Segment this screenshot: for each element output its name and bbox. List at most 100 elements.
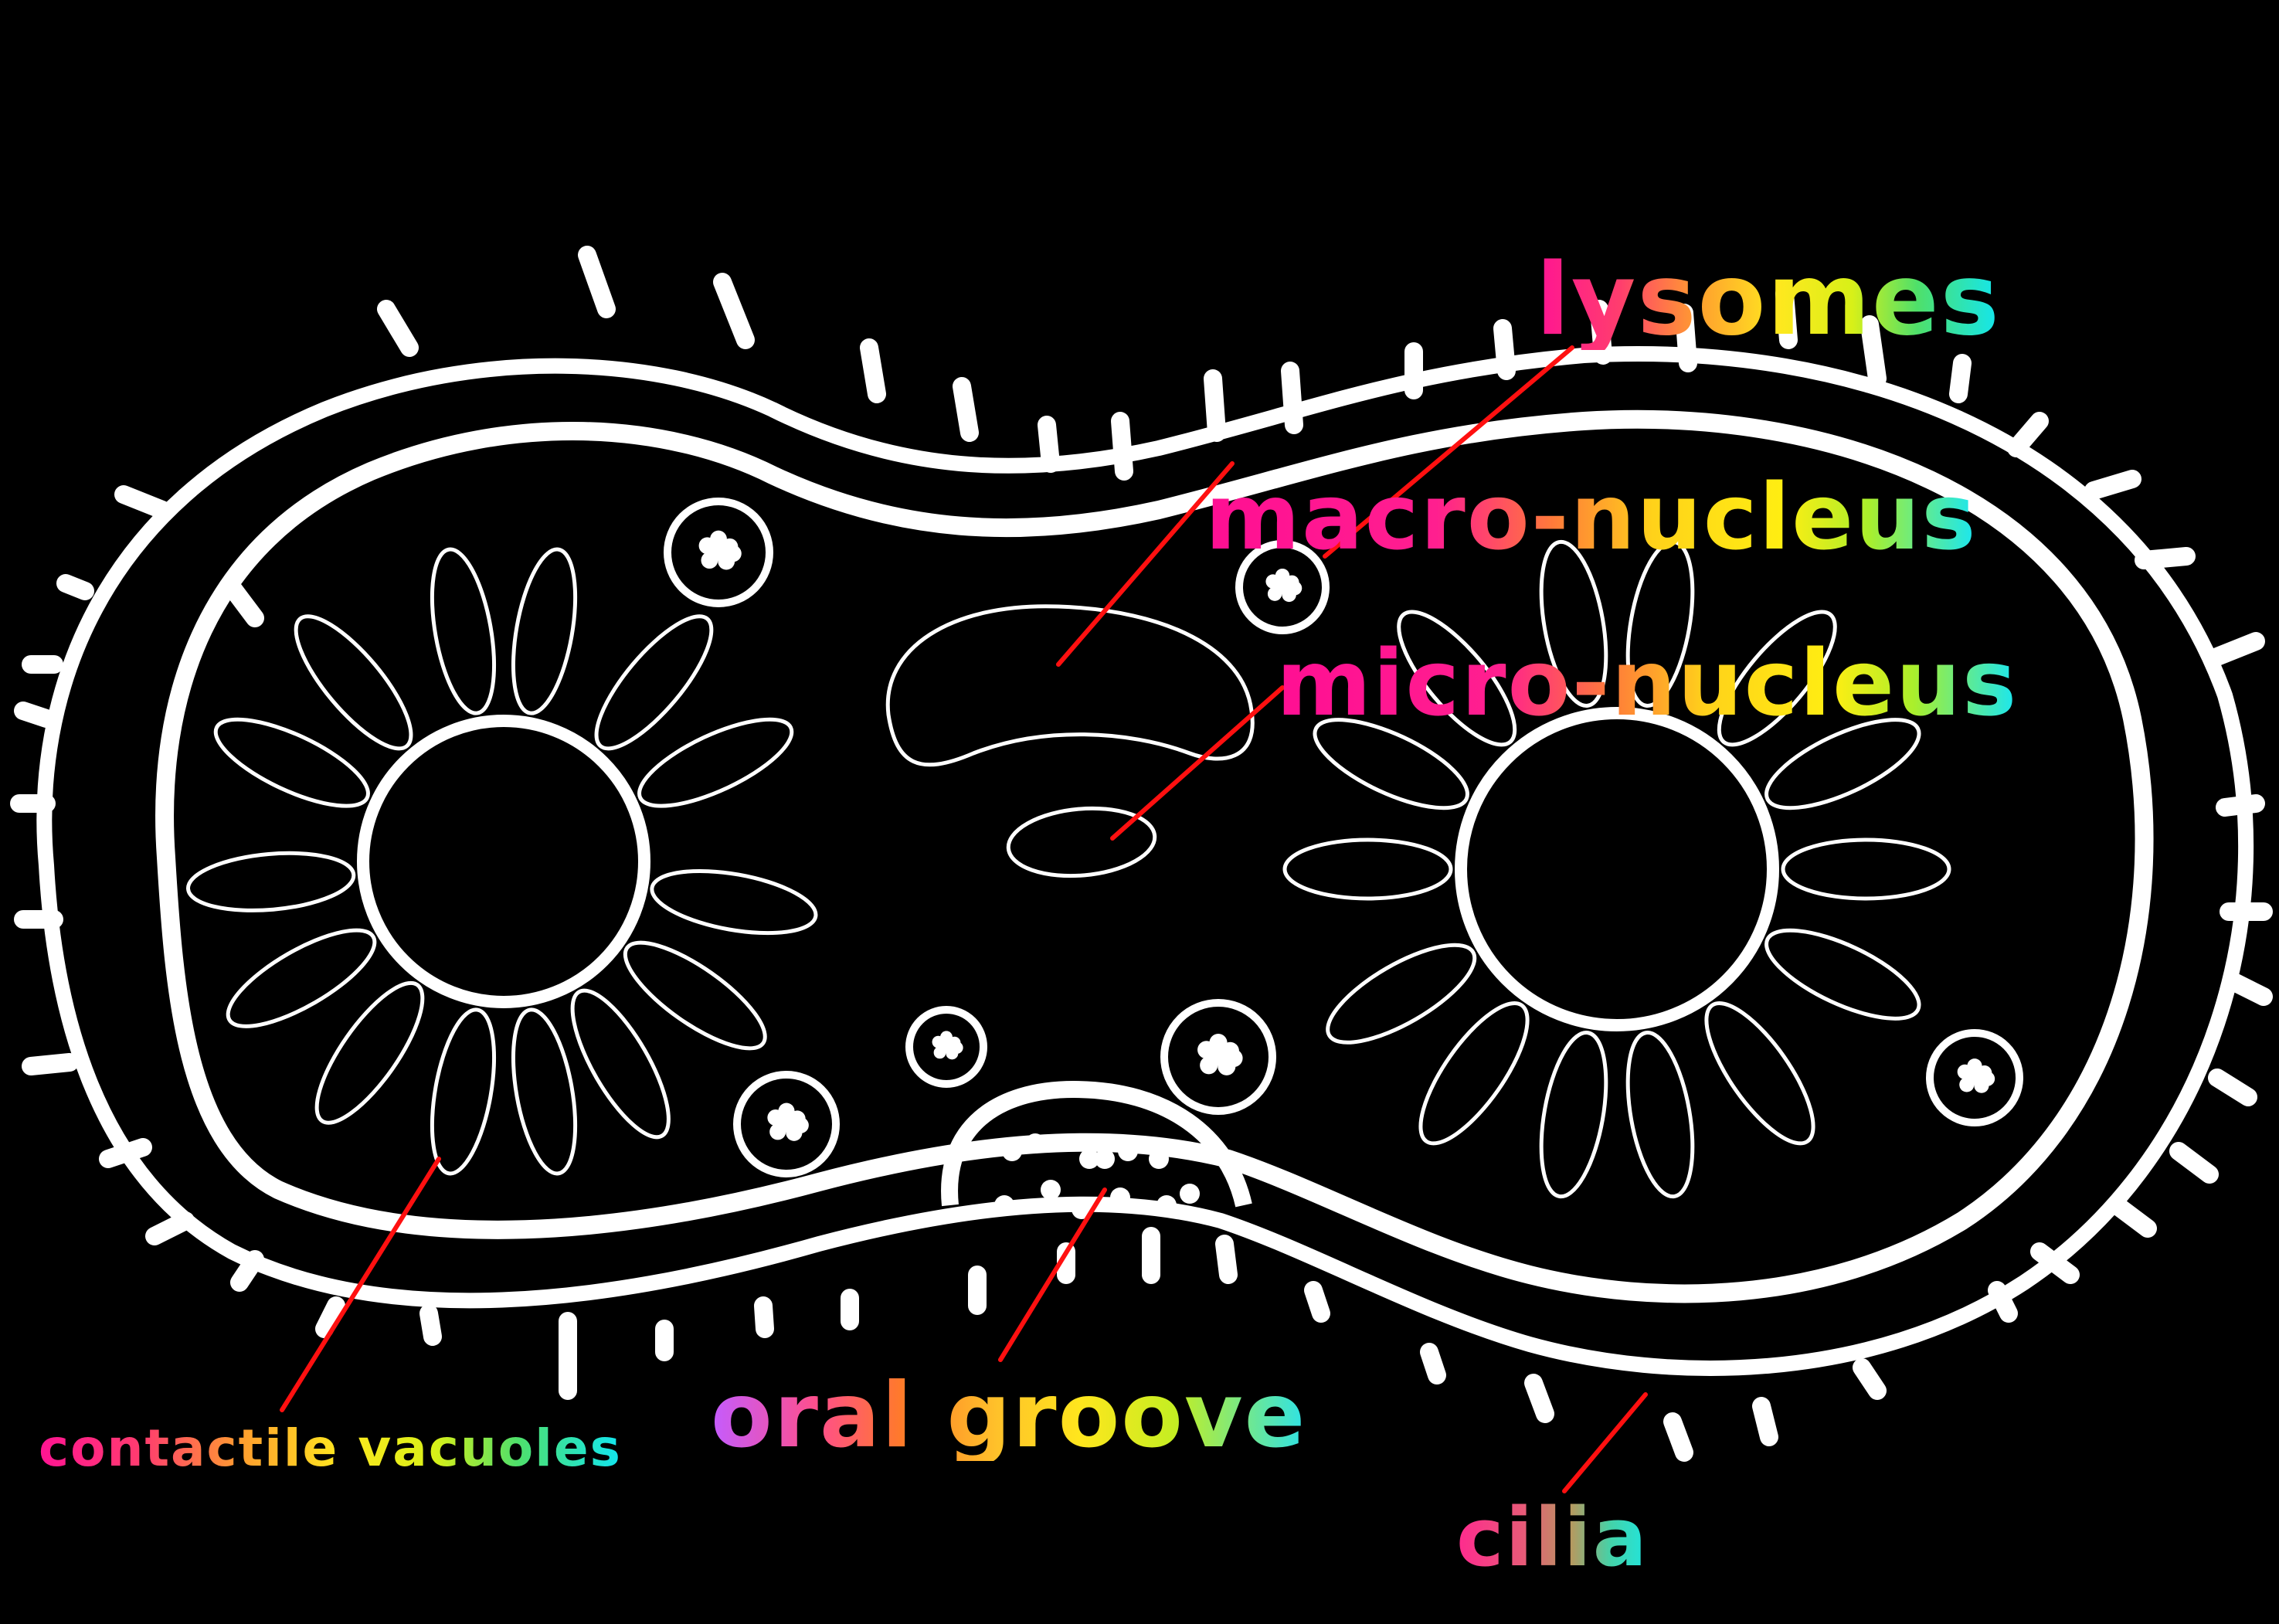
radiating-canal — [430, 1007, 497, 1176]
left-contractile-vacuole-ring — [357, 715, 650, 1008]
contractile-vacuoles-label: contactile vacuoles — [39, 1418, 622, 1478]
right-radiating-canals — [1282, 539, 1951, 1199]
granule — [1224, 1048, 1243, 1068]
granule — [940, 1031, 953, 1044]
groove-particle — [1110, 1187, 1130, 1208]
granule — [1275, 568, 1290, 583]
radiating-canal — [1539, 539, 1608, 708]
granule — [950, 1041, 963, 1054]
cilium-stroke — [14, 702, 56, 728]
cilium-stroke — [578, 246, 616, 318]
granule — [724, 545, 742, 562]
cilium-stroke — [1949, 354, 1972, 403]
cilium-stroke — [1663, 1412, 1693, 1462]
oral-groove-particles — [994, 1133, 1200, 1219]
radiating-canal — [1418, 1001, 1530, 1146]
radiating-canal — [1781, 837, 1951, 901]
cilium-stroke — [860, 338, 886, 403]
vesicle-ring — [1160, 999, 1276, 1115]
cilia-label: cilia — [1456, 1490, 1649, 1585]
radiating-canal — [1704, 1001, 1815, 1146]
cilium-stroke — [754, 1296, 774, 1338]
groove-particle — [1079, 1149, 1099, 1169]
granule — [1209, 1033, 1228, 1052]
granule — [710, 530, 727, 548]
macro-nucleus-label: macro-nucleus — [1205, 464, 1978, 570]
cilium-stroke — [2107, 1196, 2157, 1238]
cilium-stroke — [222, 578, 264, 627]
cilium-stroke — [2208, 632, 2265, 666]
radiating-canal — [1625, 1031, 1695, 1199]
radiating-canal — [1764, 928, 1921, 1021]
radiating-canal — [1717, 610, 1837, 747]
outer-membrane-inner — [155, 409, 2154, 1303]
radiating-canal — [1625, 539, 1695, 708]
granule — [769, 1123, 786, 1140]
groove-particle — [1002, 1141, 1022, 1161]
granule — [933, 1046, 946, 1059]
radiating-canal — [1397, 610, 1517, 747]
cilium-stroke — [2169, 1142, 2219, 1184]
granule — [1267, 586, 1282, 601]
granule — [778, 1102, 795, 1119]
granule — [1287, 580, 1303, 596]
cilium-stroke — [1215, 1235, 1238, 1284]
granule — [1980, 1071, 1995, 1086]
cilium-stroke — [419, 1304, 442, 1346]
groove-particle — [1156, 1195, 1177, 1215]
cilium-stroke — [1111, 412, 1133, 481]
lysosome-vesicles — [664, 498, 2023, 1177]
cilium-stroke — [114, 485, 172, 519]
pointer-line — [1056, 461, 1235, 667]
groove-particle — [1095, 1149, 1115, 1169]
lysomes-label: lysomes — [1536, 243, 2001, 358]
cilium-stroke — [377, 300, 419, 357]
left-radiating-canals — [186, 547, 818, 1176]
micro-nucleus-label: micro-nucleus — [1276, 630, 2019, 736]
cilium-stroke — [2223, 972, 2273, 1006]
cilium-stroke — [2084, 470, 2141, 500]
label-pointer-lines — [280, 345, 1648, 1493]
radiating-canal — [570, 988, 671, 1140]
pointer-line — [1110, 685, 1285, 841]
pointer-line — [998, 1187, 1107, 1362]
vesicle-ring — [1926, 1029, 2023, 1126]
radiating-canal — [314, 980, 425, 1125]
radiating-canal — [650, 868, 818, 936]
cilia-strokes — [10, 246, 2273, 1462]
cilium-stroke — [1304, 1281, 1330, 1323]
radiating-canal — [430, 547, 497, 715]
groove-particle — [1180, 1184, 1200, 1204]
cilium-stroke — [315, 1296, 345, 1338]
vesicle-ring — [1235, 540, 1330, 634]
granule — [1967, 1058, 1982, 1074]
cilium-stroke — [2208, 1069, 2257, 1106]
radiating-canal — [186, 851, 356, 912]
right-contractile-vacuole-ring — [1455, 707, 1779, 1031]
groove-particle — [1149, 1149, 1169, 1169]
cilium-stroke — [1775, 284, 1798, 349]
groove-particle — [1072, 1199, 1092, 1219]
radiating-canal — [511, 547, 578, 715]
radiating-canal — [1539, 1031, 1608, 1199]
radiating-canal — [511, 1007, 578, 1176]
oral-groove-label: oral groove — [711, 1364, 1307, 1468]
radiating-canal — [1313, 718, 1469, 810]
micro-nucleus-shape — [1006, 806, 1157, 878]
macro-nucleus-shape — [885, 604, 1255, 767]
granule — [792, 1116, 809, 1133]
cilium-stroke — [1853, 1358, 1887, 1400]
oral-groove-shape — [941, 1080, 1252, 1208]
vesicle-ring — [664, 498, 773, 607]
vesicle-ring — [905, 1006, 987, 1088]
granule — [1959, 1077, 1975, 1092]
pointer-line — [280, 1157, 441, 1412]
cilium-stroke — [1860, 315, 1887, 388]
radiating-canal — [213, 717, 370, 808]
cilium-stroke — [953, 377, 979, 442]
outer-membrane — [36, 346, 2254, 1376]
radiating-canal — [594, 614, 714, 751]
pointer-line — [1323, 345, 1574, 559]
cilium-stroke — [713, 273, 755, 349]
radiating-canal — [623, 940, 767, 1051]
